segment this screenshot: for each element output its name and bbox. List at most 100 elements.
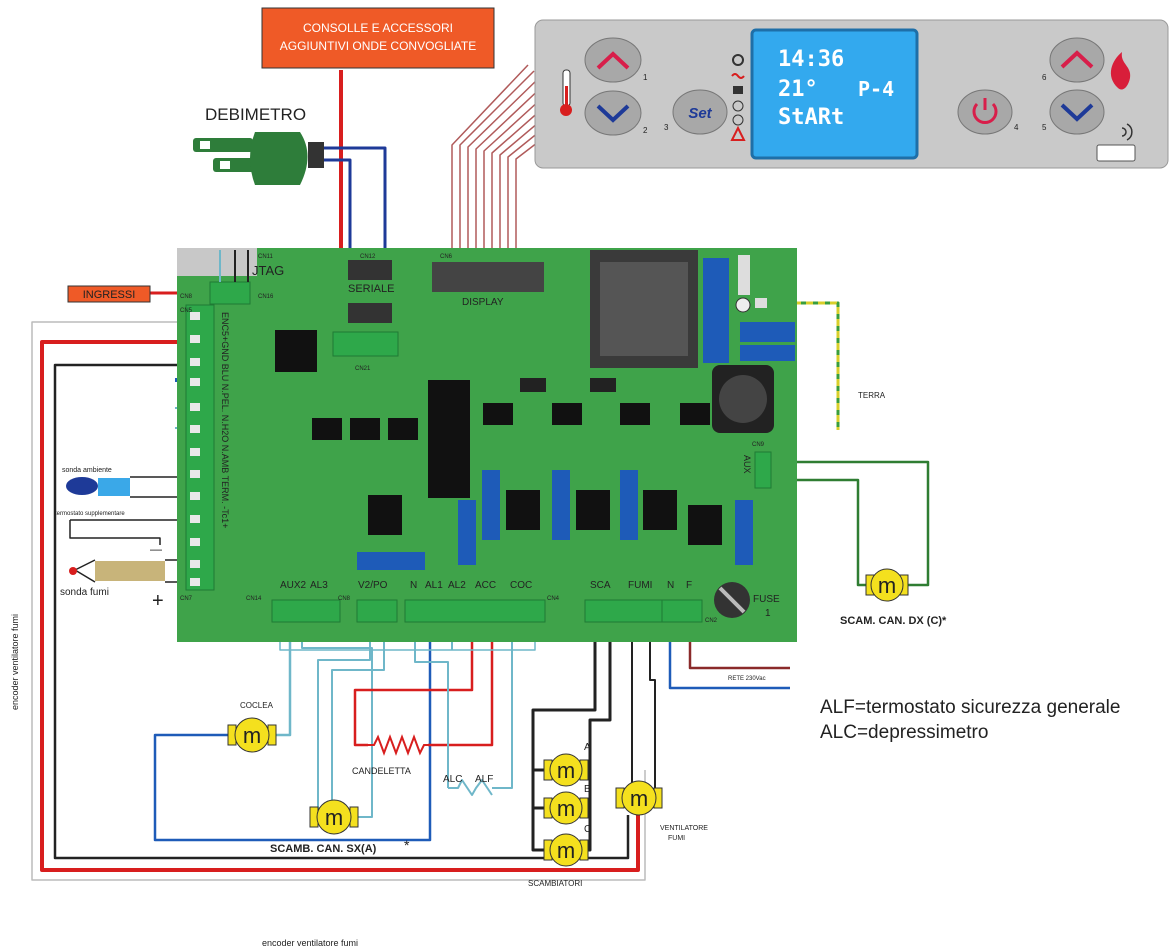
blue-relay-3 [740,345,795,361]
red-wire-loop [40,340,640,872]
btn-num-1: 1 [643,73,648,82]
sonda-ambiente: sonda ambiente [62,467,130,496]
black-module [428,380,470,498]
ventilatore-motor-letter: m [630,786,648,811]
conn-v2po: V2/PO [358,580,388,591]
cn-id-2: CN12 [360,254,376,260]
chevron-up-icon-right [1060,50,1094,69]
aux-wire-1 [768,460,930,587]
seriale-label: SERIALE [348,283,394,295]
transformer-core [600,262,688,356]
consolle-line-2: AGGIUNTIVI ONDE CONVOGLIATE [280,39,476,53]
button-6-up[interactable] [1049,37,1105,83]
control-panel: Set 1 2 3 4 5 6 [534,19,1169,169]
cn-id-5: CN8 [180,294,193,300]
optocouplers [312,403,710,440]
legend-alc: ALC=depressimetro [820,722,989,743]
encoder-label-side: encoder ventilatore fumi [10,614,20,710]
jumper-2 [590,378,616,392]
conn-n1: N [410,580,417,591]
scambiatore-a-letter: m [557,758,575,783]
motor-scamb-sx: m SCAMB. CAN. SX(A) * [270,799,410,855]
btn-num-2: 2 [643,126,648,135]
cn-id-1: CN16 [258,294,274,300]
chevron-down-icon [596,104,630,123]
cn-id-11: CN2 [705,618,718,624]
scamb-letter-a: A [584,742,591,753]
button-3-set[interactable]: Set [672,89,728,135]
button-2-down[interactable] [584,90,642,136]
board-header-strip [177,248,257,276]
black-wire-loop [53,363,630,860]
flame-icon [1110,52,1131,90]
display-label: DISPLAY [462,297,504,308]
encoder-wire-loop [31,321,646,881]
chevron-down-icon-right [1060,103,1094,122]
scamb-letter-c: C [584,824,591,835]
ventilatore-label-1: VENTILATORE [660,825,708,832]
sonda-ambiente-wire [130,476,185,498]
candeletta-wire-a [353,612,474,747]
alc-label: ALC [443,774,462,785]
control-board: ENC5+GND BLU N.PEL. N.H2O N.AMB TERM. -T… [177,248,797,642]
seriale-header-1 [348,260,392,280]
legend-alf: ALF=termostato sicurezza generale [820,697,1121,718]
cn-id-6: CN9 [752,442,765,448]
connector-labels: AUX2 AL3 V2/PO N AL1 AL2 ACC COC SCA FUM… [280,580,692,591]
blue-relay-1 [703,258,729,363]
chevron-up-icon [596,51,630,70]
cn-id-0: CN11 [258,254,274,260]
fuse-holder-top [738,255,750,295]
ingressi-callout: INGRESSI [67,285,151,303]
display-connector [432,262,544,292]
plus-sign: + [152,590,164,612]
ingressi-label: INGRESSI [83,289,136,301]
cn-id-3: CN6 [440,254,453,260]
scam-dx-label: SCAM. CAN. DX (C)* [840,615,947,627]
sonda-fumi: sonda fumi + [60,561,165,612]
heater-resistor-icon [368,734,428,756]
alf-label: ALF [475,774,493,785]
cpu-chip [275,330,317,372]
conn-al1: AL1 [425,580,443,591]
motor-coclea: COCLEA m [227,701,277,753]
scamb-sx-wire-a [301,612,373,818]
alarm-icon [730,125,746,141]
pump-icon [732,100,744,112]
aux-wire-2 [768,478,872,587]
motor-ventilatore: m VENTILATORE FUMI [615,780,708,842]
cn-id-8: CN4 [547,596,560,602]
debimetro-group: DEBIMETRO [193,105,324,185]
consolle-callout: CONSOLLE E ACCESSORI AGGIUNTIVI ONDE CON… [261,7,495,69]
scamb-sx-motor-letter: m [325,805,343,830]
button-4-power[interactable] [957,89,1013,135]
coclea-wire-a [272,612,292,737]
aux-connector [754,451,772,489]
button-1-up[interactable] [584,37,642,83]
conn-acc: ACC [475,580,496,591]
conn-fumi: FUMI [628,580,652,591]
debimetro-wire-2 [322,158,352,270]
fan-icon [732,54,744,66]
minus-sign: — [150,542,162,556]
scambiatori-wire-c [533,768,590,810]
conn-al3: AL3 [310,580,328,591]
bottom-terminals [271,599,703,623]
btn-num-5: 5 [1042,123,1047,132]
scamb-sx-asterisk: * [404,837,410,853]
btn-num-6: 6 [1042,73,1047,82]
termostato-wire [69,519,185,545]
fan2-icon [732,114,744,126]
button-5-down[interactable] [1049,89,1105,135]
conn-sca: SCA [590,580,611,591]
termostato-label: termostato supplementare [55,511,125,517]
candeletta: CANDELETTA [352,734,428,776]
thermometer-icon [560,69,572,116]
motor-scambiatori: m m m A B C SCAMBIATORI [528,742,591,888]
heat-icon [731,73,745,79]
jtag-header [209,281,251,305]
scambiatori-label: SCAMBIATORI [528,879,582,888]
button-numbers: 1 2 3 4 5 6 [643,73,1047,135]
coclea-wire-b [153,612,432,842]
